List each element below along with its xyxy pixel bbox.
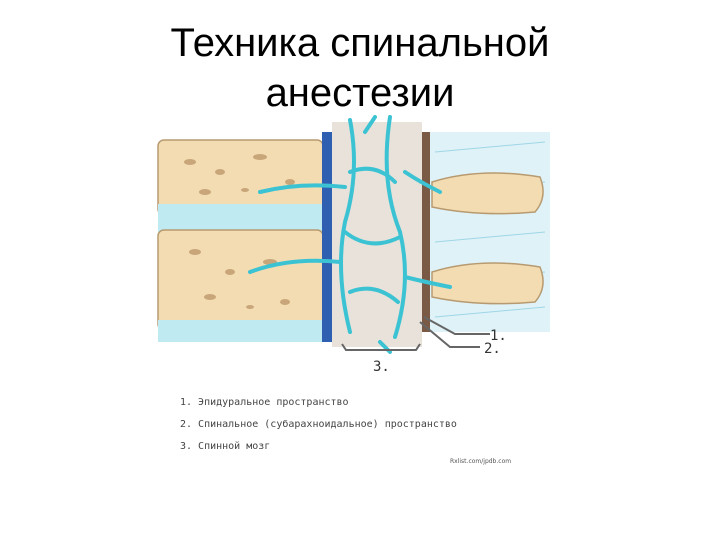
image-credit: Rxlist.com/jpdb.com	[450, 458, 512, 465]
venous-plexus	[248, 115, 452, 354]
label-1: 1.	[490, 328, 507, 344]
label-3: 3.	[373, 359, 390, 375]
vertebral-bodies	[157, 139, 324, 342]
title-line-1: Техника спинальной	[170, 21, 550, 65]
slide-title: Техника спинальной анестезии	[0, 18, 720, 118]
legend-item: 2. Спинальное (субарахноидальное) простр…	[180, 419, 457, 430]
spinal-anatomy-diagram	[157, 115, 550, 354]
label-2: 2.	[484, 341, 501, 357]
legend-item: 3. Спинной мозг	[180, 441, 271, 452]
legend-item: 1. Эпидуральное пространство	[180, 397, 349, 408]
diagram-legend: 1. Эпидуральное пространство 2. Спинальн…	[180, 392, 457, 458]
title-line-2: анестезии	[265, 71, 455, 115]
